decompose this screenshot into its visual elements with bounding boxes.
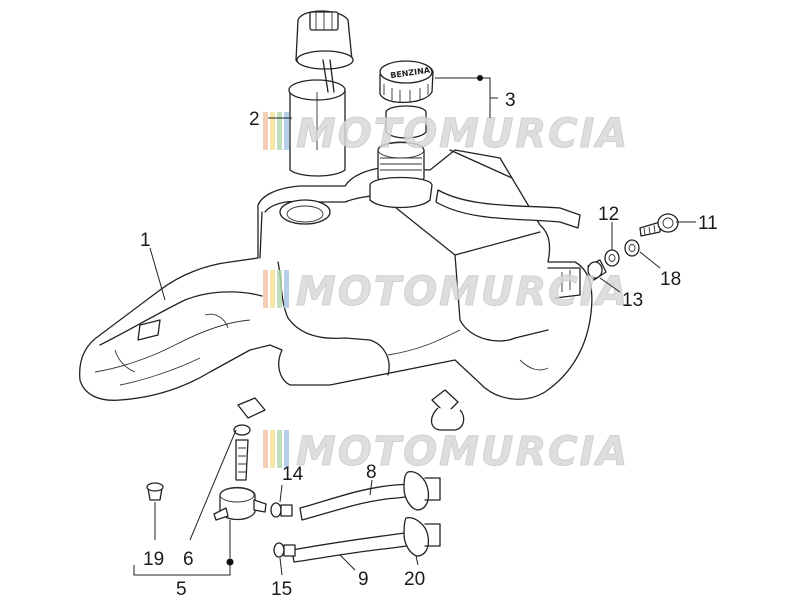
callout-2: 2 <box>249 109 260 130</box>
watermark-text: MOTOMURCIA <box>296 111 629 157</box>
callout-8: 8 <box>366 462 377 483</box>
hose-clip <box>430 389 465 431</box>
watermark-bottom: MOTOMURCIA <box>263 429 629 476</box>
clip-15 <box>273 542 296 558</box>
hose-8 <box>299 483 415 521</box>
callout-9: 9 <box>358 569 369 590</box>
callout-18: 18 <box>660 269 681 290</box>
clamp-8-end <box>403 471 441 511</box>
fuel-tap <box>213 397 267 521</box>
watermark-text: MOTOMURCIA <box>296 269 629 315</box>
callout-labels: 1 2 3 11 12 13 18 14 8 19 6 5 15 9 20 <box>140 90 718 600</box>
callout-5: 5 <box>176 579 187 600</box>
clip-14 <box>270 502 293 518</box>
callout-14: 14 <box>282 464 304 485</box>
callout-1: 1 <box>140 230 151 251</box>
callout-19: 19 <box>143 549 164 570</box>
watermark-top: MOTOMURCIA <box>263 111 629 158</box>
callout-15: 15 <box>271 579 292 600</box>
callout-6: 6 <box>183 549 194 570</box>
drain-screw-19 <box>146 482 164 501</box>
hose-9 <box>291 531 415 563</box>
fuel-cap: BENZINA <box>369 60 581 229</box>
screw-11 <box>639 213 679 237</box>
washer-18 <box>624 239 640 257</box>
watermark-middle: MOTOMURCIA <box>263 269 629 316</box>
callout-11: 11 <box>698 213 718 234</box>
fuel-level-sender <box>288 10 354 177</box>
washer-12 <box>604 249 620 267</box>
spacer-13 <box>587 259 607 281</box>
watermark-text: MOTOMURCIA <box>296 429 629 475</box>
callout-12: 12 <box>598 204 619 225</box>
callout-13: 13 <box>622 290 643 311</box>
callout-20: 20 <box>404 569 425 590</box>
clamp-20 <box>403 517 441 557</box>
leader-lines <box>133 75 696 576</box>
callout-3: 3 <box>505 90 516 111</box>
